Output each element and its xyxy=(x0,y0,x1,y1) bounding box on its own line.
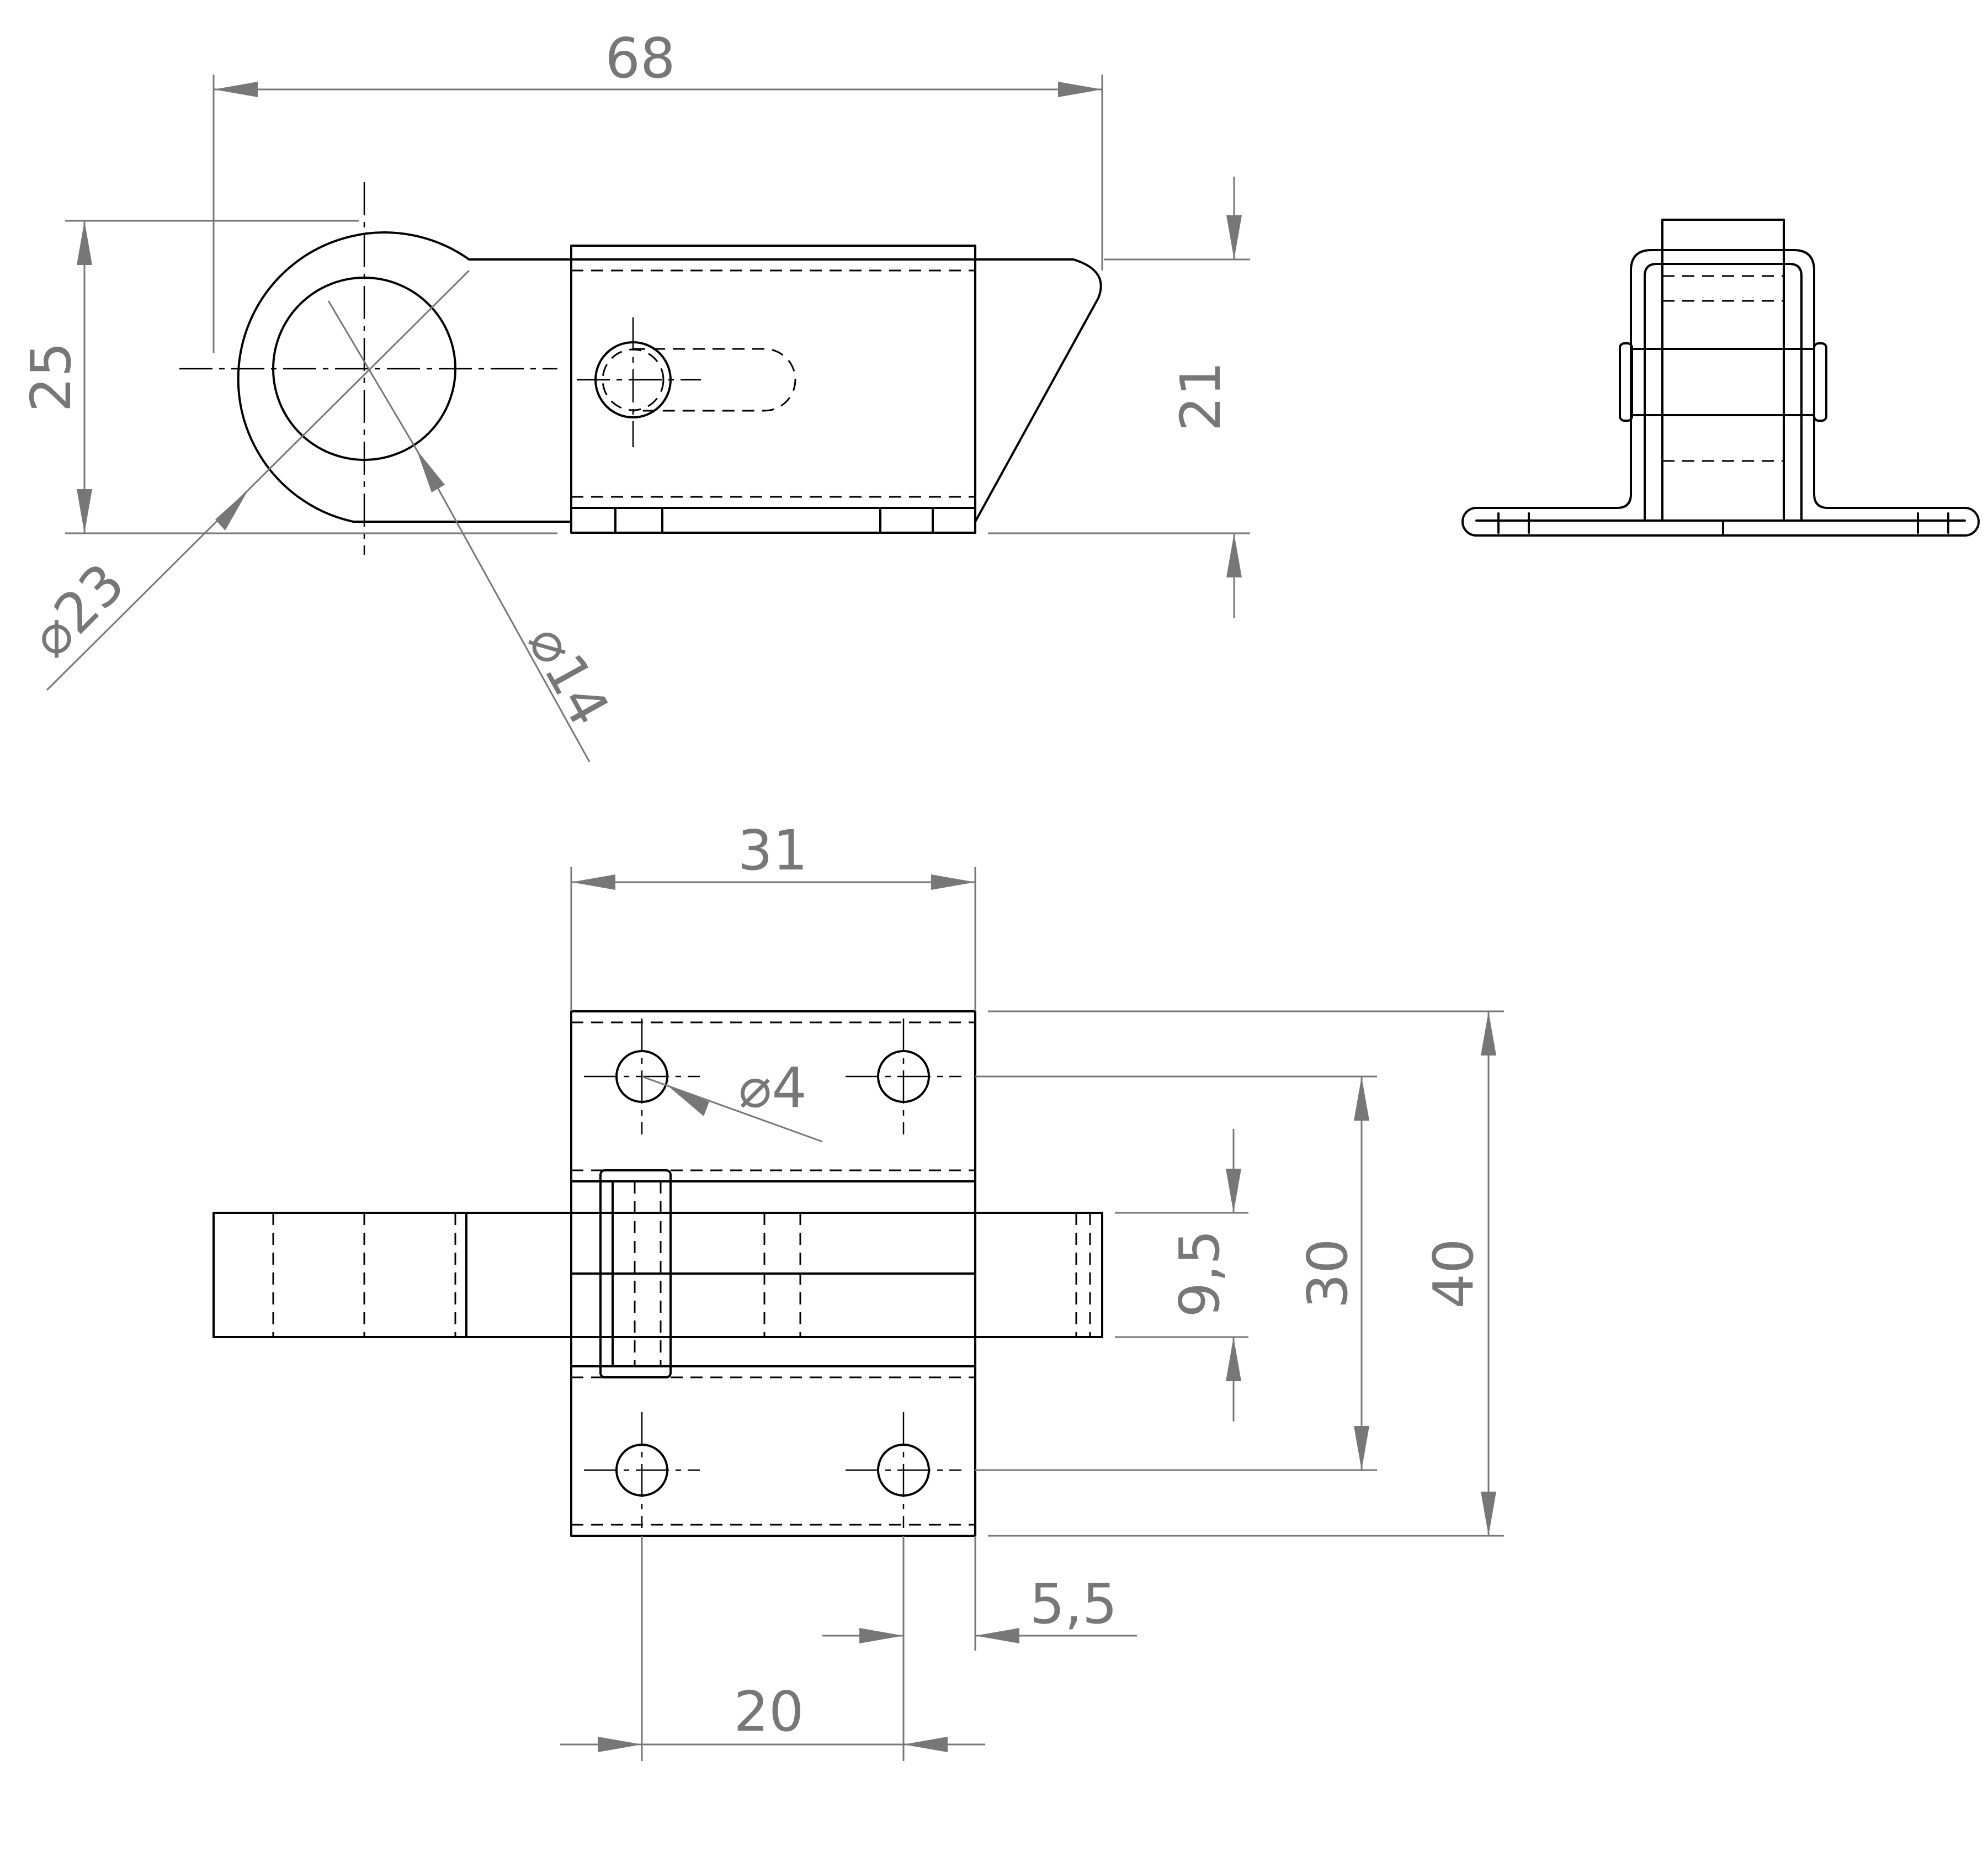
dim-5-5-label: 5,5 xyxy=(1029,1572,1117,1636)
dim-30-label: 30 xyxy=(1295,1238,1360,1308)
side-view xyxy=(1461,219,1980,537)
dim-21-label: 21 xyxy=(1168,361,1233,431)
bracket-body xyxy=(570,245,976,534)
dimension-25: 25 xyxy=(19,220,557,534)
dim-20-label: 20 xyxy=(733,1679,804,1744)
front-view xyxy=(179,182,1102,555)
dimension-40: 40 xyxy=(988,1010,1504,1537)
dim-dia14-label: ⌀14 xyxy=(515,614,622,736)
dimension-dia23: ⌀23 xyxy=(18,269,470,691)
bracket-tail xyxy=(974,258,1102,523)
top-view xyxy=(212,1010,1103,1537)
dim-dia4-label: ⌀4 xyxy=(738,1056,807,1120)
dimension-68: 68 xyxy=(212,26,1103,353)
dimension-9-5: 9,5 xyxy=(1115,1129,1248,1422)
pin xyxy=(599,1169,672,1378)
dimension-5-5: 5,5 xyxy=(822,1536,1137,1761)
dim-68-label: 68 xyxy=(605,26,675,91)
dimension-dia4: ⌀4 xyxy=(641,1056,823,1143)
dimension-31: 31 xyxy=(570,818,976,1011)
dim-dia23-label: ⌀23 xyxy=(18,551,137,670)
eye-outline xyxy=(237,231,572,523)
strap xyxy=(212,1212,1103,1338)
dim-31-label: 31 xyxy=(737,818,807,883)
dim-25-label: 25 xyxy=(19,342,83,412)
dim-9-5-label: 9,5 xyxy=(1167,1229,1232,1317)
dimension-20: 20 xyxy=(560,1536,985,1761)
pin-slot xyxy=(633,348,796,412)
side-outer-bend xyxy=(1461,249,1980,537)
dimension-30: 30 xyxy=(975,1075,1377,1471)
dim-40-label: 40 xyxy=(1421,1238,1486,1308)
dimension-21: 21 xyxy=(988,177,1250,618)
